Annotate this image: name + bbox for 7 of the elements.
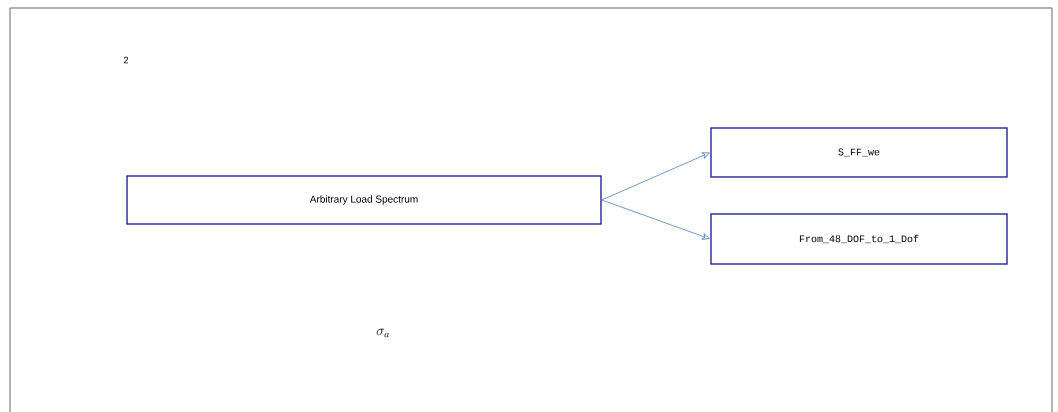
formula: $\sigma_a$	[376, 328, 390, 338]
process-box: Arbitrary Load Spectrum	[126, 175, 602, 225]
process-box: S_FF_we	[710, 127, 1008, 178]
arrow	[601, 152, 710, 201]
arrow	[601, 199, 710, 240]
callout-number: 2	[123, 56, 129, 64]
process-box: From_48_DOF_to_1_Dof	[710, 213, 1008, 265]
